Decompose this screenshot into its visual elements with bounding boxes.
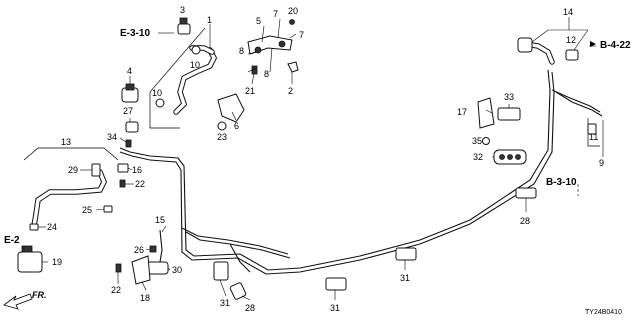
- label-32: 32: [473, 152, 483, 162]
- label-2: 2: [288, 86, 293, 96]
- part-25-clip: [103, 205, 113, 213]
- ref-b-4-22-arrow: [590, 41, 596, 47]
- ref-e-2: E-2: [4, 235, 20, 246]
- part-26-clip: [149, 245, 157, 253]
- part-14-connector: [517, 37, 533, 53]
- label-27: 27: [123, 106, 133, 116]
- label-13: 13: [61, 137, 71, 147]
- label-7a: 7: [273, 9, 278, 19]
- label-28b: 28: [245, 303, 255, 313]
- front-direction-label: FR.: [32, 290, 47, 300]
- part-24-clip: [29, 223, 39, 231]
- part-31-clip-mid: [395, 247, 417, 261]
- ref-b-3-10: B-3-10: [546, 177, 577, 188]
- part-20-bolt: [289, 19, 295, 25]
- part-18-bracket: [131, 255, 151, 285]
- part-33-clip: [497, 107, 521, 121]
- label-6: 6: [234, 121, 239, 131]
- label-33: 33: [504, 92, 514, 102]
- part-5-union: [247, 35, 293, 55]
- part-21-bolt: [251, 65, 258, 75]
- label-21: 21: [245, 86, 255, 96]
- label-22b: 22: [111, 285, 121, 295]
- part-16-clip: [117, 163, 129, 173]
- part-10-clamp-b: [155, 98, 165, 108]
- part-11-clip: [587, 123, 597, 135]
- label-26: 26: [134, 245, 144, 255]
- label-25: 25: [82, 205, 92, 215]
- label-20: 20: [288, 6, 298, 16]
- label-9: 9: [599, 158, 604, 168]
- label-8b: 8: [264, 69, 269, 79]
- diagram-code: TY24B0410: [585, 309, 622, 316]
- ref-e-3-10: E-3-10: [120, 28, 150, 39]
- part-numbers: 1 3 4 5 7 20 7 8 8 9 10 10 11 12 13 14 1…: [47, 5, 604, 313]
- label-4: 4: [127, 66, 132, 76]
- label-35: 35: [472, 136, 482, 146]
- part-22-bolt-low: [115, 263, 122, 273]
- label-7b: 7: [299, 30, 304, 40]
- group-box-1: [149, 92, 180, 129]
- part-12-cap: [565, 49, 579, 61]
- part-10-clamp-a: [191, 45, 201, 55]
- label-29: 29: [68, 165, 78, 175]
- label-31c: 31: [220, 298, 230, 308]
- label-19: 19: [52, 257, 62, 267]
- pipe-bundle: [119, 69, 603, 275]
- label-24: 24: [47, 222, 57, 232]
- label-10a: 10: [190, 60, 200, 70]
- ref-b-4-22: B-4-22: [600, 40, 631, 51]
- leader-lines: [38, 17, 604, 301]
- label-30: 30: [172, 265, 182, 275]
- front-direction-arrow: FR.: [3, 290, 47, 310]
- part-22-bolt-mid: [119, 179, 126, 188]
- label-34: 34: [107, 132, 117, 142]
- part-2-clip: [287, 61, 299, 73]
- part-28-clip-right: [515, 187, 537, 199]
- label-12: 12: [566, 35, 576, 45]
- label-23: 23: [217, 132, 227, 142]
- part-34-clip: [125, 139, 132, 148]
- label-16: 16: [132, 165, 142, 175]
- part-32-clamp: [493, 149, 527, 165]
- label-31b: 31: [330, 303, 340, 313]
- part-19-canister: [17, 245, 43, 273]
- part-23-nut: [217, 121, 227, 131]
- label-31a: 31: [400, 273, 410, 283]
- part-17-bracket: [477, 97, 495, 129]
- hose-left: [31, 169, 108, 229]
- label-8a: 8: [239, 46, 244, 56]
- label-17: 17: [457, 107, 467, 117]
- part-35-nut: [482, 137, 490, 145]
- group-bracket-13: [23, 147, 119, 161]
- part-28-clip-low: [229, 282, 247, 300]
- label-28a: 28: [520, 216, 530, 226]
- label-18: 18: [140, 293, 150, 303]
- hose-upper: [173, 45, 218, 115]
- part-6-bracket: [217, 93, 245, 123]
- label-11: 11: [589, 132, 598, 142]
- label-14: 14: [563, 7, 573, 17]
- label-1: 1: [207, 15, 212, 25]
- part-31-clip-left: [213, 261, 229, 281]
- label-22a: 22: [135, 179, 145, 189]
- label-3: 3: [180, 5, 185, 15]
- part-27-clamp: [125, 121, 139, 133]
- part-3-clip: [177, 17, 191, 35]
- part-15-pipe: [159, 229, 163, 263]
- part-4-joint: [121, 83, 139, 103]
- label-5: 5: [256, 16, 261, 26]
- label-10b: 10: [152, 88, 162, 98]
- label-15: 15: [155, 215, 165, 225]
- part-29-clip: [91, 163, 101, 177]
- part-31-clip-low: [325, 277, 347, 291]
